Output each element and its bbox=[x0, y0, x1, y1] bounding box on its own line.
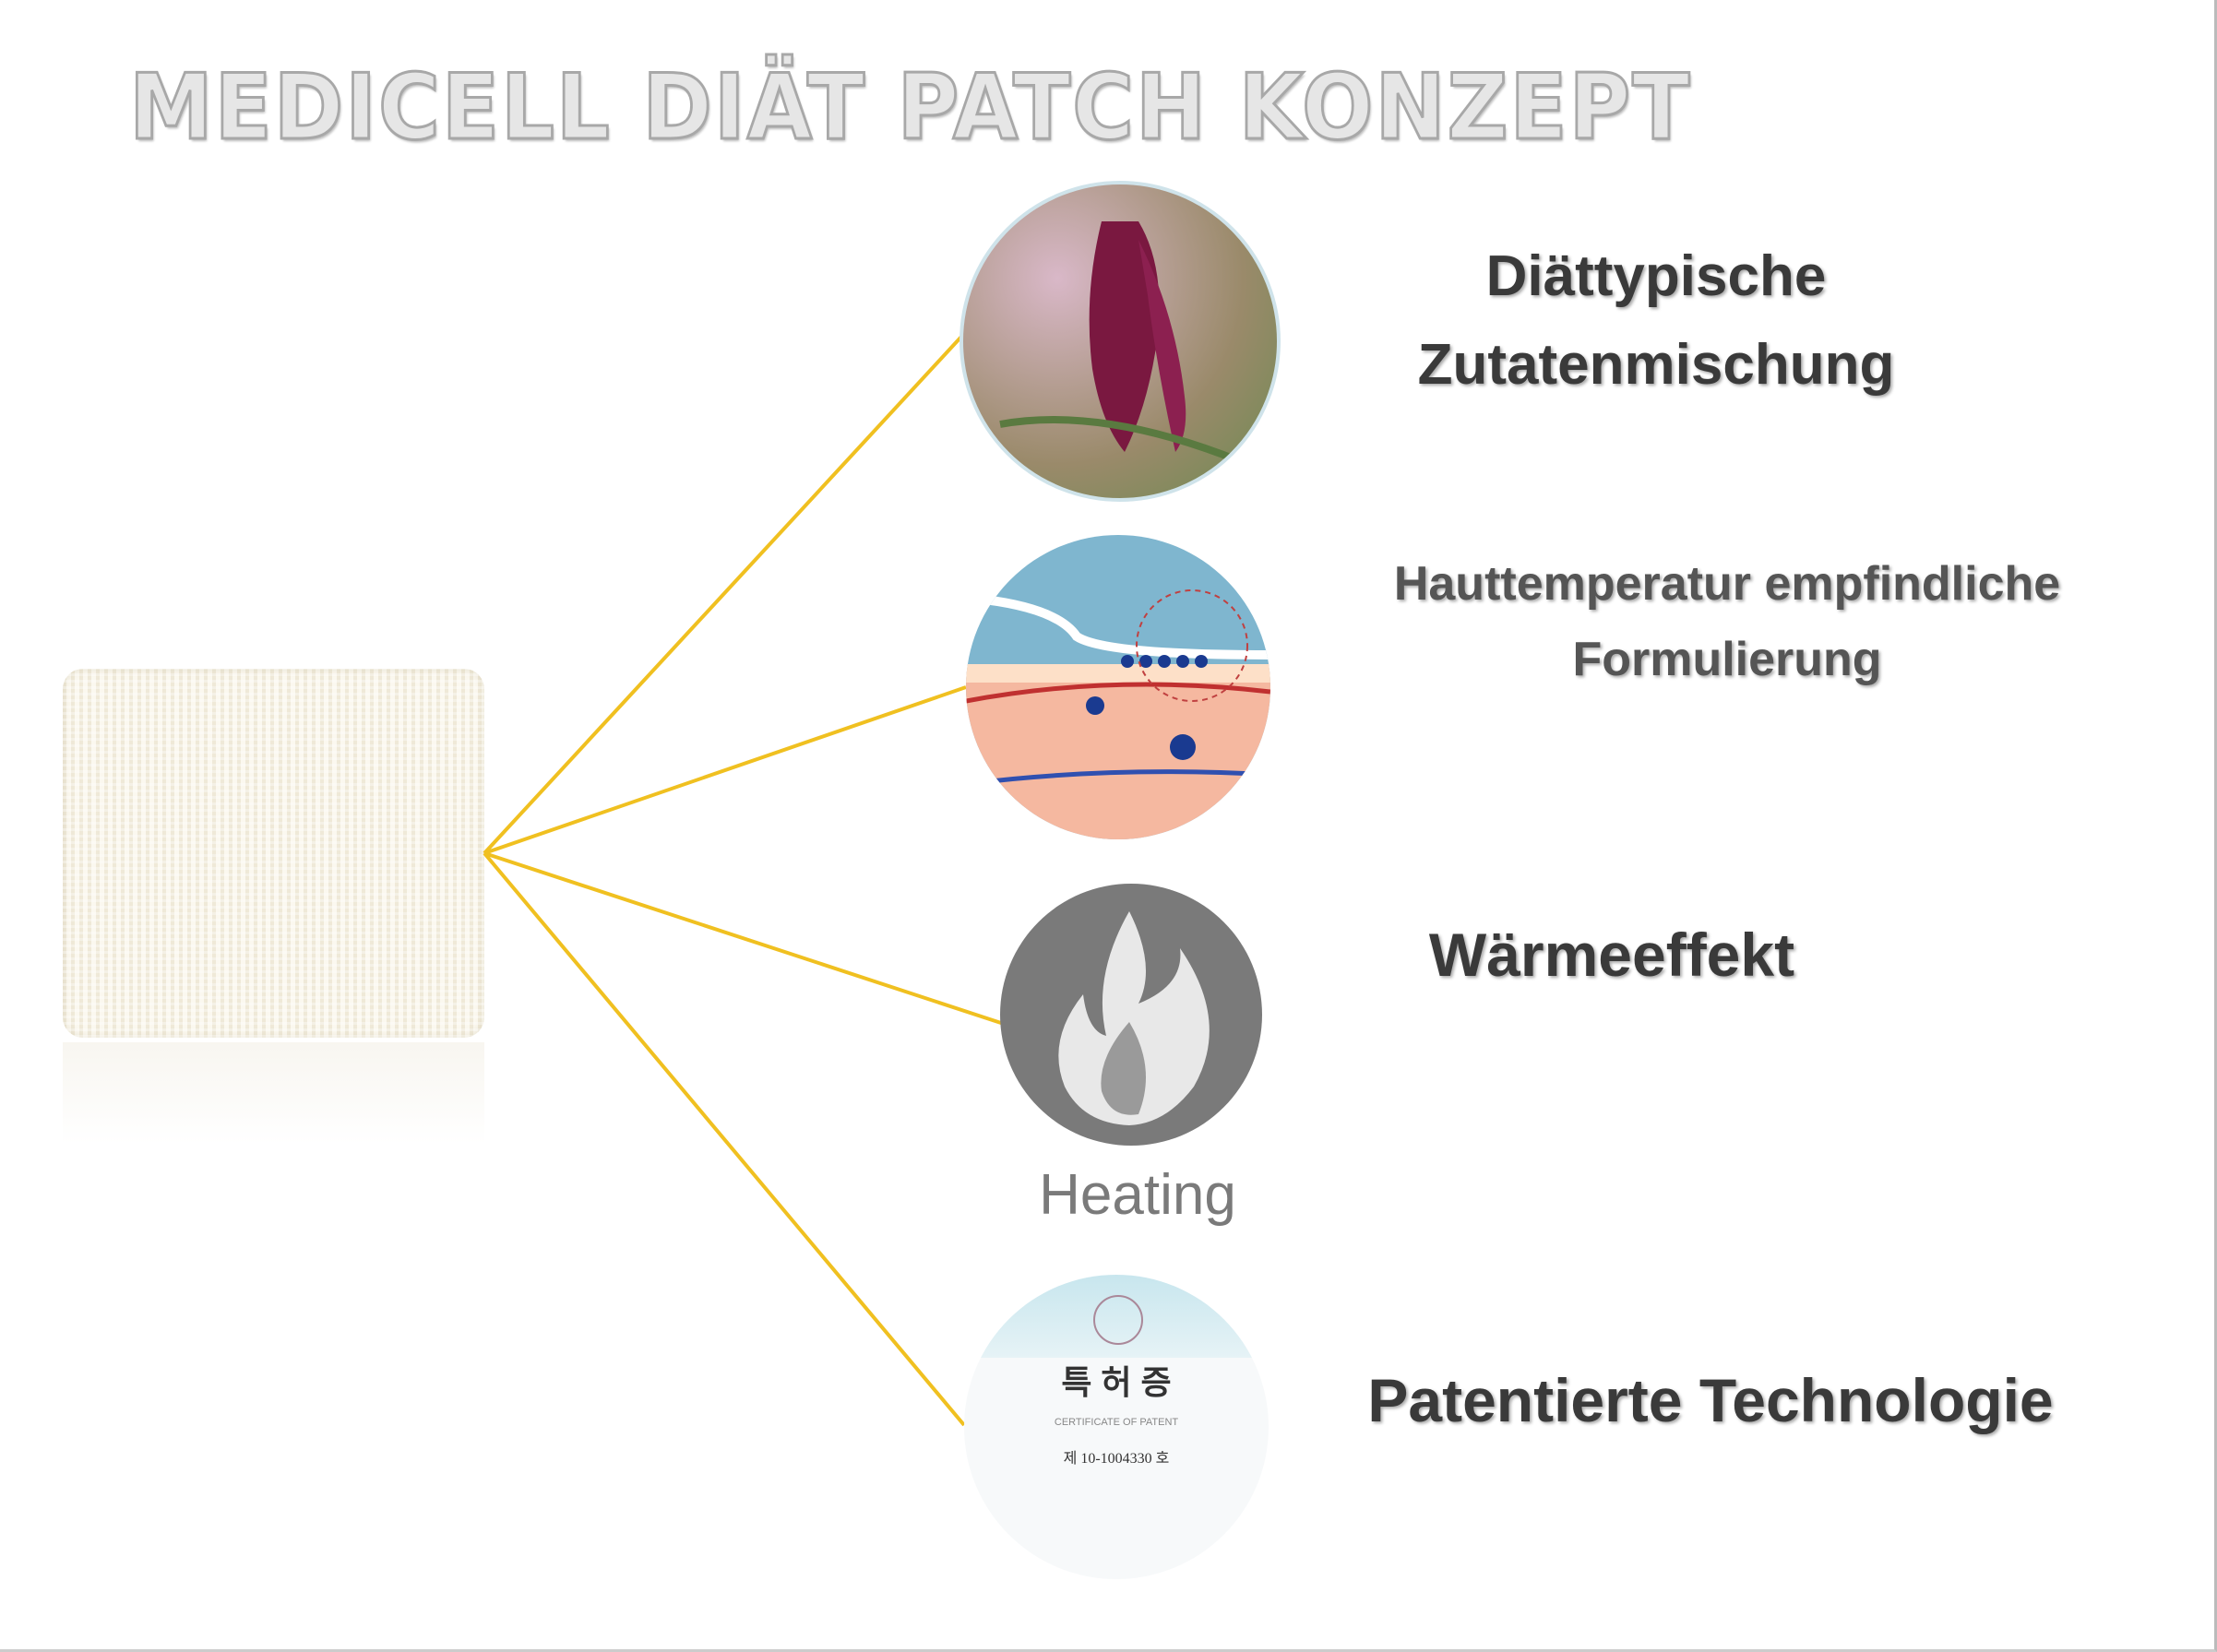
connector-line bbox=[483, 851, 1005, 1026]
patch-reflection bbox=[63, 1042, 484, 1144]
certificate-heading: 특 허 증 bbox=[1061, 1363, 1172, 1401]
skin-diagram-image bbox=[966, 535, 1270, 839]
heating-image bbox=[1000, 884, 1262, 1146]
connector-line bbox=[483, 851, 966, 1427]
feature-label-line: Hauttemperatur empfindliche bbox=[1393, 557, 2061, 611]
feature-label-line: Zutatenmischung bbox=[1417, 333, 1895, 397]
patch-image bbox=[63, 669, 484, 1038]
certificate-number: 제 10-1004330 호 bbox=[1063, 1451, 1170, 1467]
connector-line bbox=[483, 335, 963, 855]
feature-label-line: Diättypische bbox=[1485, 244, 1827, 308]
certificate-sub: CERTIFICATE OF PATENT bbox=[1054, 1417, 1179, 1428]
heating-caption: Heating bbox=[1039, 1163, 1236, 1227]
connector-line bbox=[483, 685, 967, 855]
flower-icon bbox=[999, 221, 1242, 465]
feature-label-4: Patentierte Technologie bbox=[1367, 1366, 2054, 1434]
feature-label-line: Formulierung bbox=[1572, 633, 1882, 686]
skin-layer-icon bbox=[966, 589, 1270, 839]
patent-certificate-image: 특 허 증 CERTIFICATE OF PATENT 제 10-1004330… bbox=[964, 1275, 1269, 1579]
page-title: MEDICELL DIÄT PATCH KONZEPT bbox=[128, 54, 1692, 162]
flame-icon bbox=[1058, 911, 1210, 1125]
feature-label-2: Hauttemperatur empfindliche Formulierung bbox=[1394, 546, 2060, 697]
seal-icon bbox=[1093, 1295, 1143, 1345]
amaranth-flower-image bbox=[960, 181, 1281, 502]
feature-label-3: Wärmeeffekt bbox=[1428, 921, 1795, 989]
feature-label-1: Diättypische Zutatenmischung bbox=[1418, 232, 1895, 410]
